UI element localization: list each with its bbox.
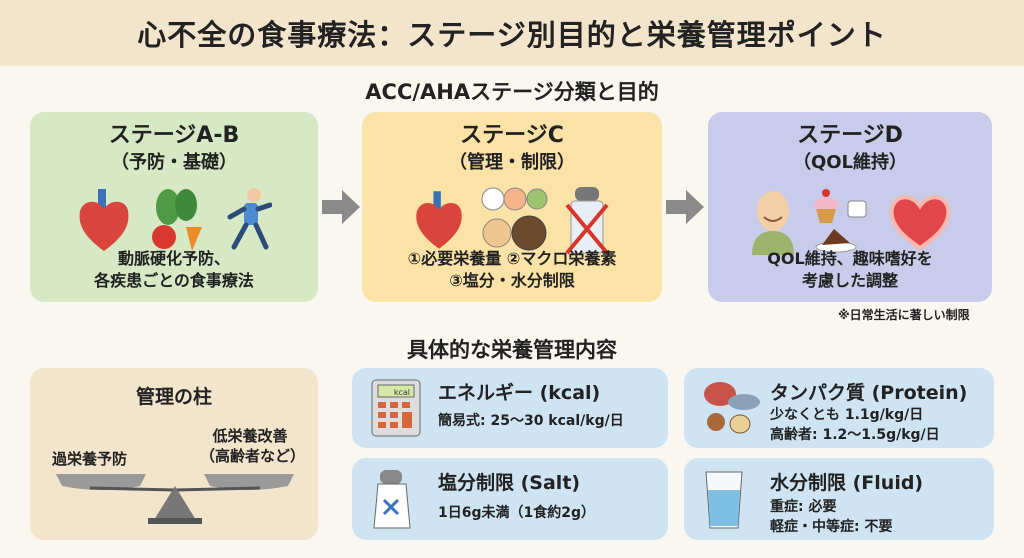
protein-foods-icon (704, 382, 760, 434)
card-title: エネルギー (kcal) (438, 382, 601, 404)
card-line: 少なくとも 1.1g/kg/日 (770, 407, 924, 423)
stage-title: ステージA-B (108, 123, 240, 148)
elderly-person-icon (752, 191, 794, 255)
card-line: 簡易式: 25〜30 kcal/kg/日 (438, 413, 624, 429)
stage-subtitle: （QOL維持） (792, 152, 908, 173)
arrow-right-icon (666, 190, 704, 224)
pillar-right-label: 低栄養改善 (212, 427, 288, 445)
stage-desc-line: 動脈硬化予防、 (117, 249, 230, 268)
meal-plates-icon (481, 187, 548, 251)
title-bar: 心不全の食事療法：ステージ別目的と栄養管理ポイント (0, 0, 1024, 66)
sweets-tea-icon (814, 189, 867, 253)
card-line: 重症: 必要 (770, 499, 837, 515)
stage-ab-panel: ステージA-B （予防・基礎） 動脈硬化予防、各疾患ごとの食事療法 (30, 112, 318, 302)
section-title-nutrition: 具体的な栄養管理内容 (407, 338, 617, 362)
energy-card: kcal エネルギー (kcal) 簡易式: 25〜30 kcal/kg/日 (352, 368, 668, 448)
stage-d-panel: ステージD （QOL維持） QOL維持、趣味嗜好を考慮した調整 (708, 112, 992, 302)
stage-desc-line: ①必要栄養量 ②マクロ栄養素 (407, 249, 617, 268)
page-title: 心不全の食事療法：ステージ別目的と栄養管理ポイント (137, 18, 887, 52)
heart-icon (889, 195, 951, 250)
water-glass-icon (705, 471, 743, 529)
runner-icon (227, 188, 272, 250)
heart-icon (79, 189, 129, 251)
calculator-icon: kcal (371, 379, 421, 437)
card-line: 軽症・中等症: 不要 (770, 519, 893, 535)
card-title: タンパク質 (Protein) (770, 382, 968, 404)
stage-desc-line: QOL維持、趣味嗜好を (767, 249, 933, 268)
stage-subtitle: （予防・基礎） (111, 152, 237, 173)
pillar-left-label: 過栄養予防 (52, 450, 128, 468)
stage-title: ステージC (460, 123, 564, 148)
pillars-title: 管理の柱 (135, 386, 212, 408)
stage-d-note: ※日常生活に著しい制限 (838, 308, 970, 322)
salt-shaker-crossed-icon (565, 187, 609, 255)
stage-desc-line: ③塩分・水分制限 (449, 271, 575, 290)
card-title: 水分制限 (Fluid) (770, 472, 924, 494)
pillars-panel: 管理の柱 過栄養予防 低栄養改善 （高齢者など） (30, 368, 318, 540)
fluid-card: 水分制限 (Fluid) 重症: 必要 軽症・中等症: 不要 (684, 458, 994, 540)
protein-card: タンパク質 (Protein) 少なくとも 1.1g/kg/日 高齢者: 1.2… (684, 368, 994, 448)
heart-icon (416, 191, 462, 249)
arrow-right-icon (322, 190, 360, 224)
balance-scale-icon (56, 474, 294, 524)
stage-desc-line: 考慮した調整 (801, 271, 898, 290)
stage-c-panel: ステージC （管理・制限） ①必要栄養量 ②マクロ栄養素 ③塩分・水分制限 (362, 112, 662, 302)
calculator-label: kcal (394, 388, 410, 397)
salt-card: 塩分制限 (Salt) 1日6g未満（1食約2g） (352, 458, 668, 540)
section-title-stages: ACC/AHAステージ分類と目的 (365, 80, 659, 104)
card-line: 1日6g未満（1食約2g） (438, 505, 596, 521)
stage-desc-line: 各疾患ごとの食事療法 (94, 271, 254, 290)
vegetables-icon (152, 189, 202, 251)
card-line: 高齢者: 1.2〜1.5g/kg/日 (770, 427, 940, 443)
stage-title: ステージD (797, 123, 903, 148)
stage-subtitle: （管理・制限） (449, 152, 575, 173)
pillar-right-note: （高齢者など） (200, 447, 306, 465)
salt-shaker-icon (373, 470, 411, 529)
card-title: 塩分制限 (Salt) (438, 472, 581, 494)
